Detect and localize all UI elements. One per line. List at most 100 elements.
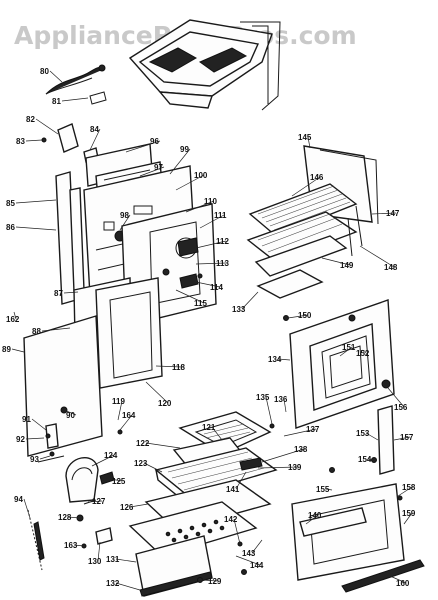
right-side-trim bbox=[371, 405, 395, 475]
callout-leader-163 bbox=[73, 544, 85, 547]
callout-label-143: 143 bbox=[242, 549, 256, 558]
callout-leader-141 bbox=[235, 471, 247, 490]
callout-leader-148 bbox=[359, 245, 395, 268]
callout-leader-81 bbox=[61, 97, 89, 102]
callout-label-87: 87 bbox=[54, 289, 63, 298]
callout-leader-120 bbox=[145, 381, 169, 404]
callout-leader-146 bbox=[291, 176, 321, 197]
callout-label-113: 113 bbox=[216, 259, 229, 268]
callout-label-80: 80 bbox=[40, 67, 49, 76]
callout-label-96: 96 bbox=[150, 137, 159, 146]
outer-side-panel bbox=[23, 315, 103, 457]
callout-label-137: 137 bbox=[306, 425, 320, 434]
callout-leader-89 bbox=[11, 348, 25, 353]
callout-leader-129 bbox=[201, 579, 219, 582]
callout-leader-85 bbox=[15, 199, 57, 204]
callout-leader-80 bbox=[49, 70, 63, 83]
callout-leader-90 bbox=[63, 409, 77, 416]
callout-leader-125 bbox=[103, 477, 123, 482]
callout-label-99: 99 bbox=[180, 145, 189, 154]
callout-leader-144 bbox=[235, 555, 261, 566]
callout-labels: 8081828384858687888990919293949697989910… bbox=[2, 67, 416, 591]
callout-label-144: 144 bbox=[250, 561, 264, 570]
callout-leader-158 bbox=[397, 486, 413, 497]
callout-leader-128 bbox=[67, 516, 81, 519]
storage-drawer bbox=[291, 483, 425, 593]
callout-leader-164 bbox=[119, 414, 133, 431]
callout-leader-155 bbox=[325, 488, 333, 491]
callout-label-152: 152 bbox=[356, 349, 370, 358]
callout-label-136: 136 bbox=[274, 395, 288, 404]
callout-label-114: 114 bbox=[210, 283, 223, 292]
callout-label-159: 159 bbox=[402, 509, 416, 518]
callout-label-147: 147 bbox=[386, 209, 400, 218]
oven-door-frame bbox=[289, 299, 395, 429]
callout-label-133: 133 bbox=[232, 305, 246, 314]
callout-leader-135 bbox=[265, 396, 273, 425]
side-trim bbox=[55, 171, 85, 305]
callout-label-157: 157 bbox=[400, 433, 414, 442]
callout-label-81: 81 bbox=[52, 97, 61, 106]
callout-leader-145 bbox=[307, 136, 311, 149]
callout-label-129: 129 bbox=[208, 577, 222, 586]
small-brackets bbox=[41, 123, 99, 163]
callout-leader-150 bbox=[287, 314, 309, 319]
callout-label-100: 100 bbox=[194, 171, 208, 180]
callout-leader-88 bbox=[41, 327, 71, 332]
oven-bottom bbox=[128, 479, 272, 557]
callout-label-98: 98 bbox=[120, 211, 129, 220]
callout-label-120: 120 bbox=[158, 399, 172, 408]
callout-label-146: 146 bbox=[310, 173, 324, 182]
callout-label-150: 150 bbox=[298, 311, 312, 320]
callout-label-92: 92 bbox=[16, 435, 25, 444]
callout-label-88: 88 bbox=[32, 327, 41, 336]
callout-label-139: 139 bbox=[288, 463, 302, 472]
callout-label-140: 140 bbox=[308, 511, 322, 520]
callout-label-122: 122 bbox=[136, 439, 150, 448]
callout-label-142: 142 bbox=[224, 515, 238, 524]
callout-label-154: 154 bbox=[358, 455, 372, 464]
callout-label-153: 153 bbox=[356, 429, 370, 438]
callout-leader-92 bbox=[25, 437, 45, 440]
callout-leader-156 bbox=[387, 387, 405, 408]
callout-label-138: 138 bbox=[294, 445, 308, 454]
callout-leader-130 bbox=[97, 541, 101, 562]
callout-leader-100 bbox=[175, 174, 205, 191]
callout-label-148: 148 bbox=[384, 263, 398, 272]
callout-leader-162 bbox=[13, 311, 17, 320]
callout-leader-124 bbox=[91, 454, 115, 467]
igniter-bracket bbox=[65, 456, 115, 505]
callout-leader-111 bbox=[199, 214, 225, 229]
callout-leader-113 bbox=[195, 262, 227, 265]
lower-small-parts bbox=[76, 514, 113, 549]
callout-label-111: 111 bbox=[214, 211, 227, 220]
callout-leader-147 bbox=[371, 212, 397, 215]
callout-leader-112 bbox=[195, 240, 227, 249]
callout-leader-132 bbox=[115, 582, 141, 591]
callout-label-85: 85 bbox=[6, 199, 15, 208]
callout-leader-151 bbox=[339, 346, 353, 357]
callout-leader-118 bbox=[155, 365, 183, 368]
callout-label-124: 124 bbox=[104, 451, 118, 460]
callout-leader-114 bbox=[195, 281, 221, 288]
callout-label-130: 130 bbox=[88, 557, 102, 566]
callout-label-132: 132 bbox=[106, 579, 120, 588]
callout-leader-160 bbox=[389, 575, 407, 584]
callout-leader-126 bbox=[129, 503, 149, 508]
callout-leader-154 bbox=[367, 458, 375, 461]
callout-label-125: 125 bbox=[112, 477, 126, 486]
callout-label-131: 131 bbox=[106, 555, 120, 564]
callout-leader-139 bbox=[257, 466, 299, 469]
callout-label-123: 123 bbox=[134, 459, 148, 468]
callout-leader-99 bbox=[169, 148, 191, 175]
callout-leader-91 bbox=[31, 418, 47, 431]
callout-label-90: 90 bbox=[66, 411, 75, 420]
oven-racks bbox=[246, 145, 379, 299]
callout-label-91: 91 bbox=[22, 415, 31, 424]
callout-leader-84 bbox=[89, 128, 101, 151]
callout-leader-133 bbox=[241, 291, 259, 310]
callout-label-93: 93 bbox=[30, 455, 39, 464]
callout-leader-143 bbox=[251, 539, 263, 554]
callout-label-112: 112 bbox=[216, 237, 229, 246]
callout-leader-159 bbox=[403, 512, 413, 525]
